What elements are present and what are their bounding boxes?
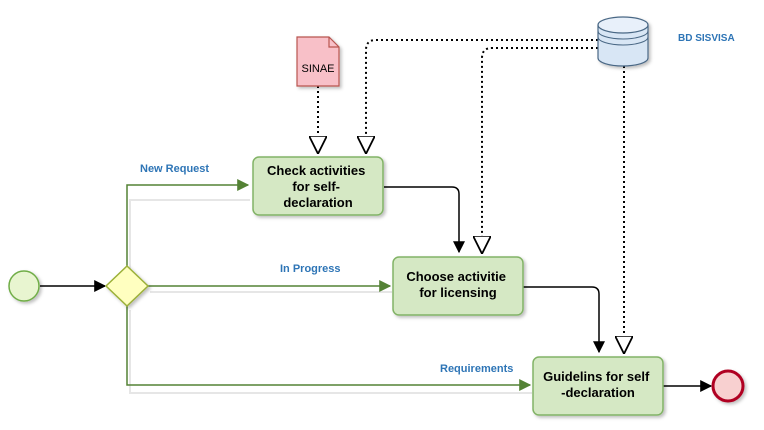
end-event[interactable] [711, 369, 745, 403]
sinae-document[interactable] [296, 36, 340, 87]
flow-check-to-choose[interactable] [384, 186, 465, 254]
task-choose-activitie[interactable] [392, 256, 524, 316]
task-check-activities[interactable] [252, 156, 384, 216]
task-check-activities-label: Check activities for self- declaration [267, 163, 369, 210]
flow-label-new-request: New Request [140, 163, 209, 175]
start-event[interactable] [8, 270, 40, 302]
association-db-to-choose[interactable] [482, 47, 598, 252]
association-db-to-check[interactable] [366, 39, 598, 152]
flow-label-requirements: Requirements [440, 363, 513, 375]
sinae-label: SINAE [301, 63, 334, 75]
database-cylinder[interactable] [597, 16, 649, 67]
task-guidelines[interactable] [532, 356, 664, 416]
flow-requirements[interactable] [126, 306, 532, 391]
task-choose-activitie-label: Choose activitie for licensing [406, 269, 509, 300]
database-label: BD SISVISA [678, 33, 735, 44]
exclusive-gateway[interactable] [104, 264, 150, 308]
flow-label-in-progress: In Progress [280, 263, 341, 275]
flow-choose-to-guidelines[interactable] [523, 286, 605, 354]
flow-new-request[interactable] [126, 179, 250, 268]
task-guidelines-label: Guidelins for self -declaration [543, 369, 653, 400]
